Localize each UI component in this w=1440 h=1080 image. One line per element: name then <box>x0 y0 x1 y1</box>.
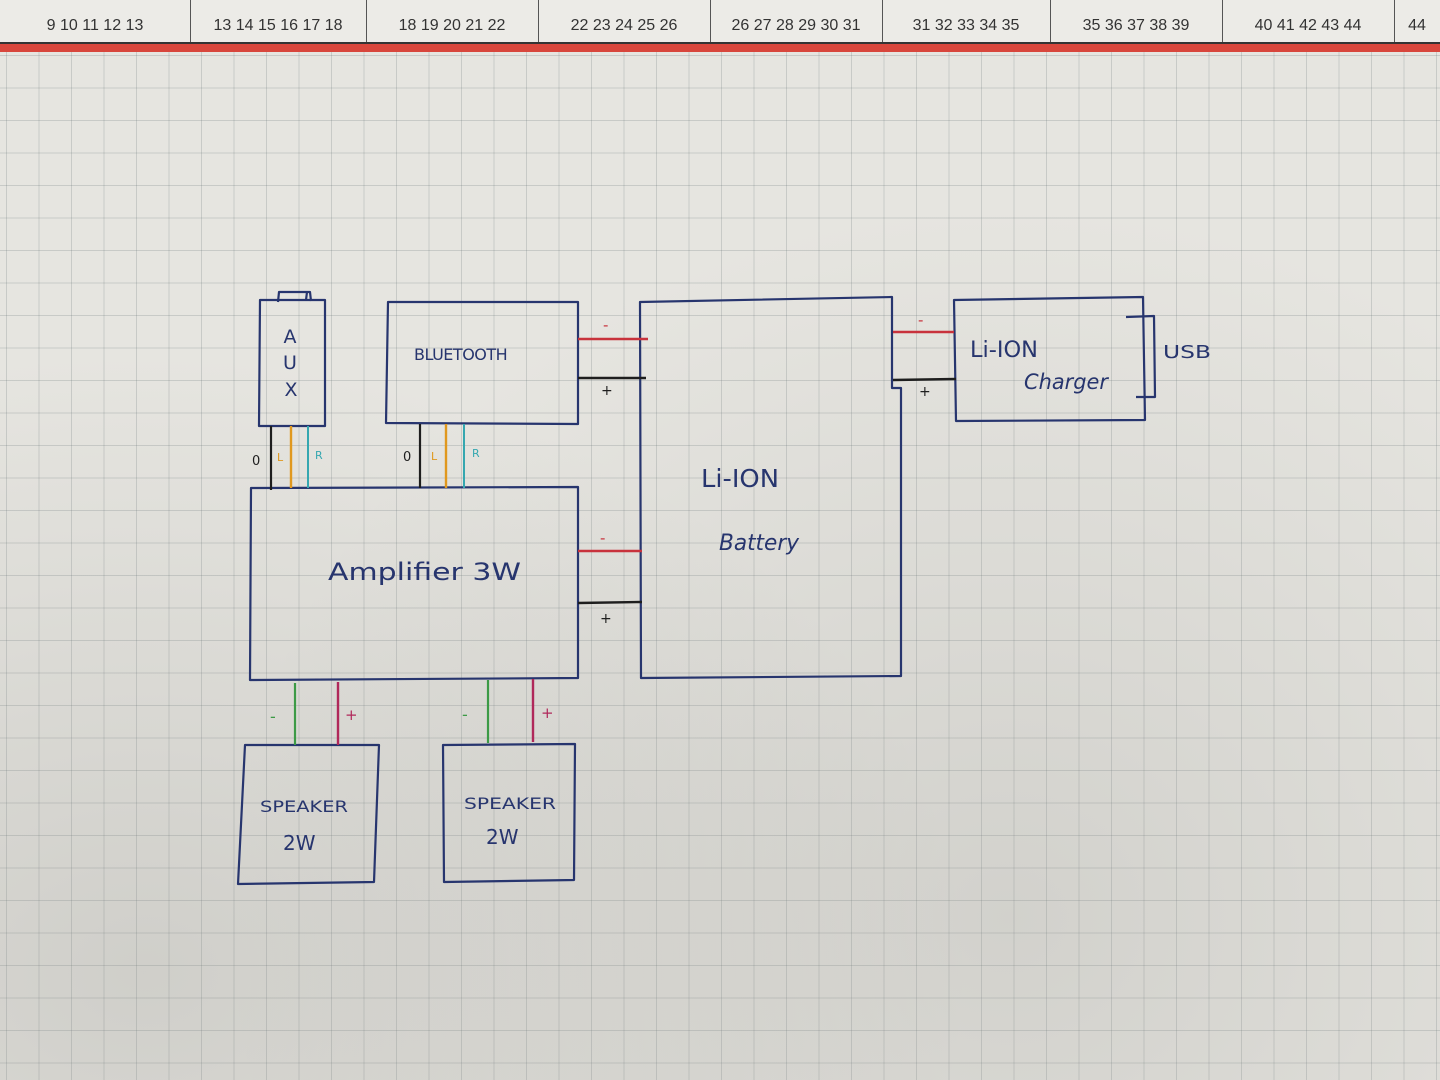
spk-left-minus-marker: - <box>270 707 276 726</box>
aux-label-a: A <box>284 326 297 348</box>
aux-block <box>257 298 327 428</box>
ruler-segment: 35 36 37 38 39 <box>1050 0 1223 42</box>
aux-jack-tab <box>276 290 313 303</box>
bt-minus-marker: - <box>603 316 608 334</box>
spk-left-plus-marker: + <box>345 706 358 724</box>
bt-right-marker: R <box>472 447 480 460</box>
spk-right-minus-marker: - <box>462 705 468 724</box>
charger-label-line1: Li-ION <box>970 338 1038 363</box>
charger-plus-wire <box>892 377 957 382</box>
charger-block <box>952 295 1147 423</box>
speaker-left-label-line1: SPEAKER <box>260 797 348 816</box>
ruler-segment: 13 14 15 16 17 18 <box>190 0 367 42</box>
amp-plus-marker: + <box>600 611 612 627</box>
speaker-left-block <box>236 743 381 886</box>
bluetooth-block <box>384 300 580 426</box>
usb-bracket <box>1125 314 1157 399</box>
usb-label: USB <box>1163 342 1211 363</box>
amp-minus-marker: - <box>600 529 605 547</box>
speaker-left-label-line2: 2W <box>283 831 316 855</box>
charger-minus-marker: - <box>918 311 923 329</box>
amp-plus-wire <box>577 600 643 605</box>
amplifier-label: Amplifier 3W <box>328 558 521 586</box>
ruler-segment: 9 10 11 12 13 <box>0 0 191 42</box>
paper-ruler: 9 10 11 12 13 13 14 15 16 17 18 18 19 20… <box>0 0 1440 45</box>
charger-plus-marker: + <box>919 384 931 400</box>
aux-right-marker: R <box>315 449 323 462</box>
spk-right-plus-marker: + <box>541 704 554 722</box>
bt-left-marker: L <box>431 450 438 463</box>
bt-plus-marker: + <box>601 383 613 399</box>
aux-left-marker: L <box>277 451 284 464</box>
ruler-segment: 22 23 24 25 26 <box>538 0 711 42</box>
ruler-segment: 18 19 20 21 22 <box>366 0 539 42</box>
ruler-segment: 44 <box>1408 17 1426 34</box>
aux-label-x: X <box>284 379 297 401</box>
speaker-right-block <box>441 742 577 884</box>
paper-red-margin <box>0 44 1440 52</box>
speaker-right-label-line2: 2W <box>486 825 519 849</box>
ruler-segment: 31 32 33 34 35 <box>882 0 1051 42</box>
ruler-segment: 40 41 42 43 44 <box>1222 0 1395 42</box>
bluetooth-label: BLUETOOTH <box>414 345 507 364</box>
amplifier-block <box>248 485 580 682</box>
aux-label-u: U <box>283 352 297 374</box>
speaker-right-label-line1: SPEAKER <box>464 794 556 813</box>
ruler-segment: 26 27 28 29 30 31 <box>710 0 883 42</box>
battery-block <box>638 295 903 680</box>
charger-label-line2: Charger <box>1024 370 1109 394</box>
aux-ground-marker: 0 <box>252 454 260 469</box>
battery-label-line2: Battery <box>719 531 800 556</box>
bt-ground-marker: 0 <box>403 450 411 465</box>
battery-label-line1: Li-ION <box>701 464 779 493</box>
